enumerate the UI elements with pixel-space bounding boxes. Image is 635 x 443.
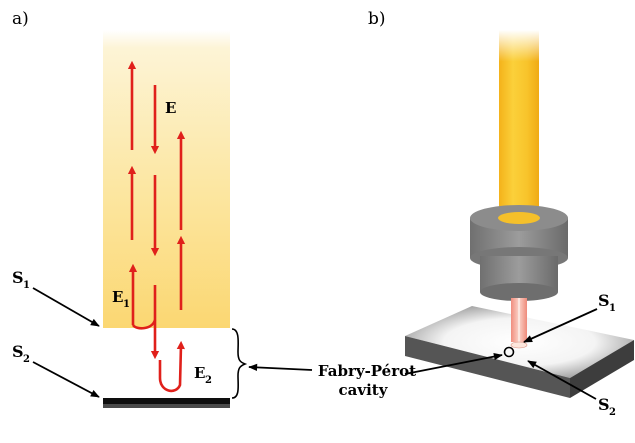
s2-subscript-b: 2 xyxy=(609,407,616,418)
panel-a-label: a) xyxy=(12,9,29,29)
s2-label-a: S xyxy=(12,342,24,361)
s1-pointer-b xyxy=(523,308,598,343)
e-label: E xyxy=(165,99,176,117)
e2-label: E xyxy=(194,364,205,382)
fiber-tip xyxy=(510,341,528,349)
panel-b-label: b) xyxy=(368,9,386,29)
s1-label-a: S xyxy=(12,268,24,287)
s2-label-b: S xyxy=(598,395,610,414)
s1-label-b: S xyxy=(598,291,610,310)
cavity-marker xyxy=(503,346,515,358)
wave-arrows xyxy=(127,60,186,393)
e1-bounce xyxy=(131,319,157,330)
plate-front-right xyxy=(570,340,634,398)
incident-beam-region xyxy=(103,30,230,328)
surface-s2-bar xyxy=(103,398,230,408)
s1-subscript-b: 1 xyxy=(609,303,616,314)
cavity-pointer-a xyxy=(248,363,313,371)
s1-subscript-a: 1 xyxy=(23,280,30,291)
s2-subscript-a: 2 xyxy=(23,354,30,365)
surface-s2-shade xyxy=(103,404,230,408)
e2-reflected-arrow xyxy=(158,340,186,393)
e1-subscript: 1 xyxy=(123,299,130,310)
cavity-pointer-b xyxy=(404,353,503,375)
s2-pointer-b xyxy=(527,360,597,400)
cavity-label-line1: Fabry-Pérot xyxy=(318,362,416,380)
cavity-gap xyxy=(103,328,230,398)
cavity-label-line2: cavity xyxy=(339,381,389,399)
cavity-brace xyxy=(231,328,248,399)
s2-pointer-a xyxy=(32,361,100,398)
mount-lower-bottom xyxy=(480,283,558,301)
e1-label: E xyxy=(112,288,123,306)
e2-subscript: 2 xyxy=(205,375,212,386)
beam-entry xyxy=(498,212,540,224)
plate-front-left xyxy=(405,336,570,398)
s1-pointer-a xyxy=(32,287,100,327)
